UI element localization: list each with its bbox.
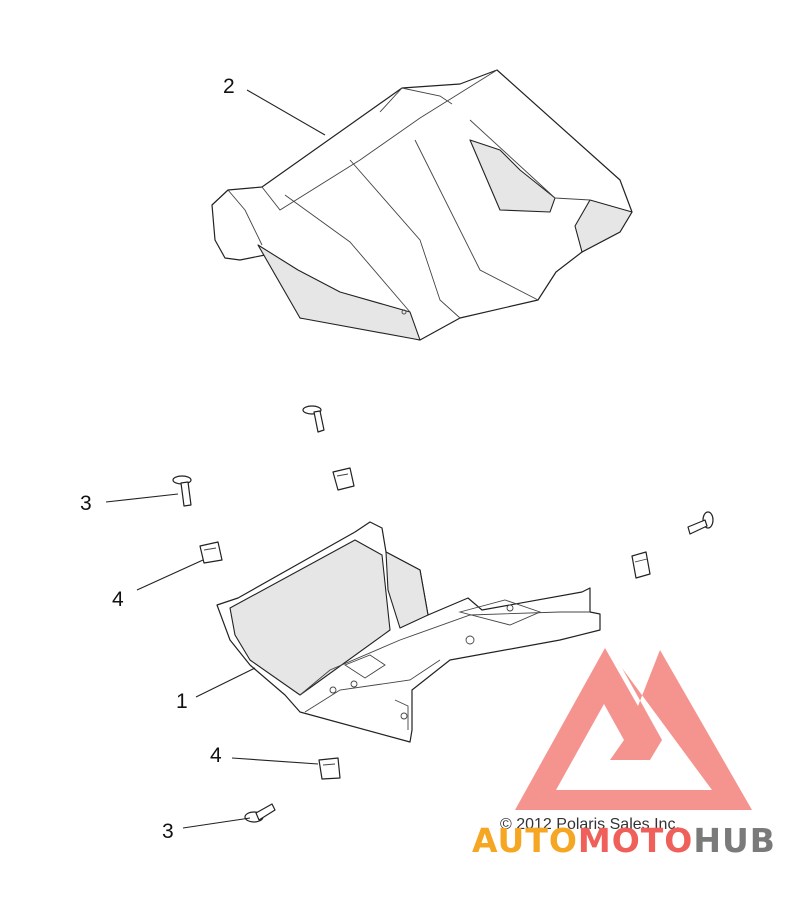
watermark-auto: AUTO: [472, 821, 578, 860]
watermark-text: AUTOMOTOHUB: [472, 821, 776, 860]
callout-3-upper: 3: [80, 492, 92, 515]
clip-4-right: [631, 551, 651, 579]
callout-2: 2: [223, 75, 235, 98]
automotohub-logo: [515, 648, 752, 810]
bolt-3-upper-left: [172, 475, 192, 507]
copyright-notice: © 2012 Polaris Sales Inc.: [500, 816, 680, 833]
callout-4-lower: 4: [210, 744, 222, 767]
leader-4-upper: [136, 559, 204, 591]
clip-4-top: [332, 467, 355, 491]
leader-1: [195, 667, 256, 698]
callout-4-upper: 4: [112, 588, 124, 611]
leader-4-lower: [231, 757, 319, 765]
part-1-bracket: [216, 521, 601, 743]
bolt-3-lower: [244, 803, 276, 823]
clip-4-upper-left: [199, 541, 223, 564]
watermark-moto: MOTO: [578, 821, 693, 860]
bolt-3-right: [687, 511, 714, 535]
leader-3-upper: [105, 493, 179, 503]
bolt-3-top: [302, 405, 325, 433]
part-2-cover: [211, 69, 633, 341]
leader-2: [246, 89, 326, 136]
callout-3-lower: 3: [162, 820, 174, 843]
watermark-hub: HUB: [693, 821, 776, 860]
callout-1: 1: [176, 690, 188, 713]
leader-3-lower: [182, 817, 251, 829]
clip-4-lower: [318, 757, 341, 780]
